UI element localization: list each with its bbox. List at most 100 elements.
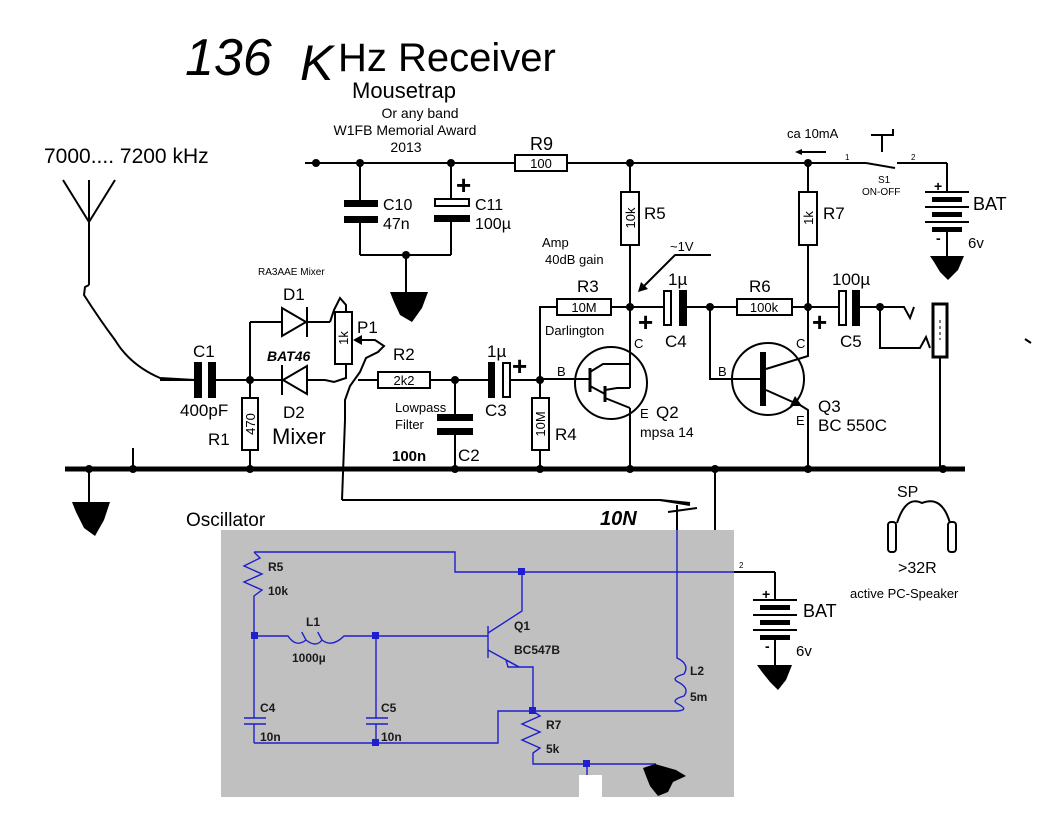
r1-value: 470 — [243, 413, 258, 435]
c5-label: C5 — [840, 332, 862, 351]
q3-collector-label: C — [796, 336, 805, 351]
speaker-impedance: >32R — [898, 560, 937, 577]
p1-wiper-arrow-icon — [353, 335, 362, 345]
osc-r5-resistor-icon — [242, 551, 264, 636]
battery-main-label: BAT — [973, 194, 1007, 214]
r3-value: 10M — [571, 300, 596, 315]
osc-r5-label: R5 — [268, 560, 284, 574]
handwritten-coupling-cap: 10N — [600, 508, 637, 530]
oscillator-background — [221, 530, 734, 797]
amp-label-line1: Amp — [542, 235, 569, 250]
r2-label: R2 — [393, 345, 415, 364]
q3-transistor: B C E Q3 BC 550C — [709, 307, 887, 469]
battery-main-plus: + — [934, 178, 942, 194]
osc-c4-value: 10n — [260, 730, 281, 744]
lowpass-label-line1: Lowpass — [395, 400, 447, 415]
osc-ground-symbol-icon — [643, 764, 686, 796]
title-block: 136 K Hz Receiver Mousetrap Or any band … — [185, 29, 556, 155]
osc-r7-value: 5k — [546, 742, 560, 756]
c1-value: 400pF — [180, 401, 228, 420]
ground-symbol-osc-battery-icon — [757, 665, 792, 690]
r2-resistor: 2k2 R2 — [358, 345, 488, 389]
osc-r7-resistor-icon — [520, 710, 656, 765]
handwritten-frequency: 136 — [185, 29, 272, 87]
r1-resistor: 470 R1 — [208, 380, 259, 469]
c11-plus: + — [456, 170, 471, 200]
c5-capacitor: + 100µ C5 — [808, 270, 880, 351]
osc-q1-label: Q1 — [514, 619, 530, 633]
r4-label: R4 — [555, 425, 577, 444]
mixer: RA3AAE Mixer D1 D2 Mixer BAT46 1k P1 — [249, 267, 386, 501]
stray-mark — [1024, 338, 1032, 344]
darlington-label: Darlington — [545, 323, 604, 338]
antenna-icon — [62, 179, 116, 285]
mixer-title: RA3AAE Mixer — [258, 267, 325, 278]
d1-diode-icon — [281, 306, 308, 338]
c2-value: 100n — [392, 448, 426, 465]
osc-l1-value: 1000µ — [292, 651, 326, 665]
voltage-annotation: ~1V — [638, 239, 711, 292]
d2-diode-icon — [281, 364, 308, 396]
q3-base-label: B — [718, 364, 727, 379]
p1-value: 1k — [336, 331, 351, 345]
c11-label: C11 — [475, 197, 503, 214]
mixer-label: Mixer — [272, 424, 326, 449]
c1-label: C1 — [193, 342, 215, 361]
c11-capacitor: + C11 100µ — [434, 163, 511, 255]
osc-q1-type: BC547B — [514, 643, 560, 657]
battery-osc-value: 6v — [796, 643, 812, 660]
p1-bottom-wire — [324, 364, 347, 384]
diode-type-handwritten: BAT46 — [267, 348, 311, 364]
p1-wiper-wire — [341, 339, 386, 501]
c2-label: C2 — [458, 446, 480, 465]
lowpass-label-line2: Filter — [395, 417, 425, 432]
r1-label: R1 — [208, 430, 230, 449]
c3-label: C3 — [485, 401, 507, 420]
osc-c4-label: C4 — [260, 701, 276, 715]
title-line3: 2013 — [390, 139, 421, 155]
r7-value: 1k — [801, 211, 816, 225]
c11-value: 100µ — [475, 216, 511, 233]
antenna-frequency-label: 7000.... 7200 kHz — [44, 145, 209, 168]
osc-l2-label: L2 — [690, 664, 704, 678]
s1-switch[interactable]: ca 10mA 1 2 S1 ON-OFF — [787, 126, 947, 198]
q2-type: mpsa 14 — [640, 424, 694, 440]
oscillator-panel: R5 10k L1 1000µ C4 10n C5 10n Q1 BC547B — [221, 530, 734, 797]
r9-value: 100 — [530, 156, 552, 171]
s1-pin2: 2 — [911, 153, 916, 162]
output-jack — [879, 302, 949, 469]
q2-label: Q2 — [656, 403, 679, 422]
title-line1: Or any band — [381, 105, 458, 121]
c5-plus: + — [812, 307, 827, 337]
c4-label: C4 — [665, 332, 687, 351]
r4-resistor: 10M R4 — [531, 380, 577, 469]
ground-symbol-battery-icon — [930, 256, 964, 280]
osc-c5-value: 10n — [381, 730, 402, 744]
antenna-lead-wire — [82, 284, 196, 381]
c3-value: 1µ — [487, 342, 506, 361]
c10-value: 47n — [383, 216, 410, 233]
q2-collector-label: C — [634, 336, 643, 351]
q2-circle-icon — [574, 346, 648, 420]
r5-label: R5 — [644, 204, 666, 223]
r2-value: 2k2 — [394, 373, 415, 388]
jack-socket-icon — [931, 302, 949, 359]
speaker: SP >32R active PC-Speaker — [850, 484, 959, 601]
c4-plus: + — [638, 307, 653, 337]
c4-capacitor: + 1µ C4 — [630, 270, 737, 351]
s1-onoff-label: ON-OFF — [862, 187, 900, 198]
ground-symbol-left-icon — [72, 502, 110, 536]
c4-value: 1µ — [668, 270, 687, 289]
oscillator-feed-wire — [342, 499, 691, 504]
r6-value: 100k — [750, 300, 779, 315]
current-arrow-icon — [795, 149, 802, 155]
c10-label: C10 — [383, 197, 412, 214]
osc-q1-emitter-arrow-icon — [504, 658, 520, 668]
osc-l1-label: L1 — [306, 615, 320, 629]
q3-type: BC 550C — [818, 416, 887, 435]
battery-osc-minus: - — [765, 638, 770, 654]
q3-label: Q3 — [818, 397, 841, 416]
osc-l2-value: 5m — [690, 690, 707, 704]
title-main: Hz Receiver — [338, 36, 556, 80]
